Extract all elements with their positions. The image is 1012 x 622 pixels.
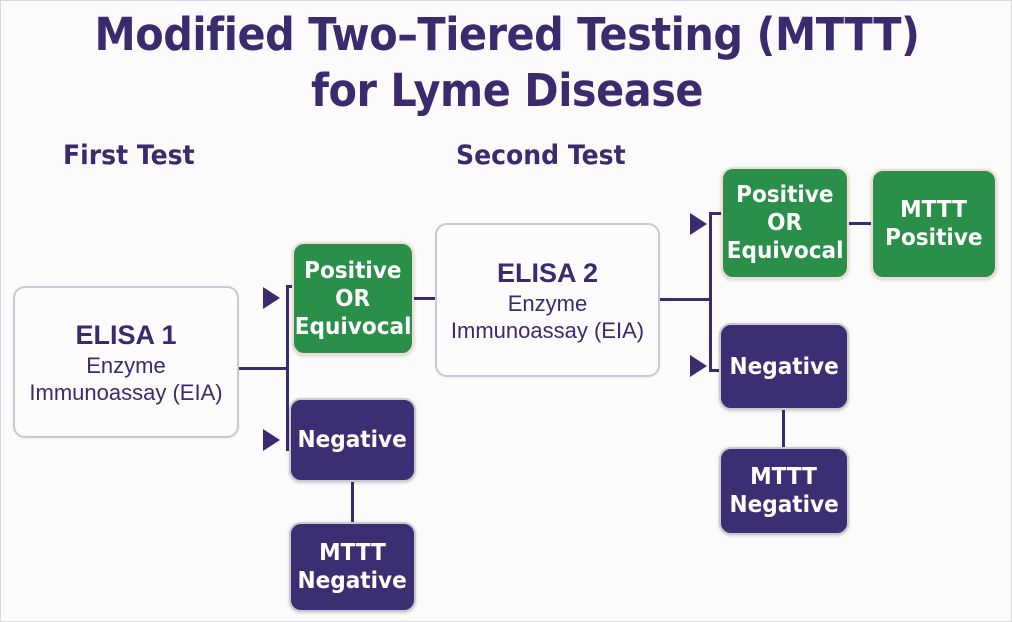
connector-negative2-to-mttt-negative2 — [782, 410, 785, 448]
arrowhead-to-positive-equivocal-1 — [263, 287, 280, 309]
connector-elisa2-to-positive — [709, 212, 725, 215]
connector-elisa1-vertical — [286, 285, 289, 451]
node-mttt-negative-1[interactable]: MTTT Negative — [289, 522, 416, 612]
node-mttt-positive[interactable]: MTTT Positive — [871, 169, 997, 279]
node-elisa-2-subtitle-line-1: Enzyme — [507, 290, 588, 316]
node-negative-1[interactable]: Negative — [289, 398, 416, 482]
connector-positive2-to-mttt-positive — [849, 222, 873, 225]
node-mttt-positive-line-1: MTTT — [900, 197, 968, 223]
connector-elisa2-stub — [660, 298, 712, 301]
node-mttt-negative-2-line-1: MTTT — [750, 464, 818, 490]
node-elisa-1-subtitle-line-1: Enzyme — [86, 352, 166, 378]
node-positive-or-equivocal-2-line-3: Equivocal — [726, 238, 844, 264]
node-positive-or-equivocal-2-line-2: OR — [767, 210, 803, 236]
node-elisa-2-subtitle-line-2: Immunoassay (EIA) — [450, 317, 645, 343]
node-positive-or-equivocal-2[interactable]: Positive OR Equivocal — [721, 167, 849, 279]
page-title-line-1: Modified Two–Tiered Testing (MTTT) — [94, 8, 920, 61]
node-positive-or-equivocal-2-line-1: Positive — [736, 182, 834, 208]
node-elisa-2[interactable]: ELISA 2 Enzyme Immunoassay (EIA) — [435, 223, 660, 377]
page-title-line-2: for Lyme Disease — [310, 64, 704, 117]
node-negative-2-label: Negative — [729, 353, 839, 380]
node-mttt-negative-2[interactable]: MTTT Negative — [719, 447, 849, 535]
node-elisa-1-title: ELISA 1 — [75, 319, 177, 350]
node-negative-1-label: Negative — [297, 427, 408, 453]
node-negative-2[interactable]: Negative — [719, 323, 849, 410]
connector-negative1-to-mttt-negative1 — [351, 482, 354, 523]
node-positive-or-equivocal-1-line-2: OR — [335, 285, 371, 312]
arrowhead-to-negative-2 — [690, 355, 707, 377]
node-positive-or-equivocal-1-line-3: Equivocal — [294, 313, 412, 340]
node-mttt-negative-1-line-1: MTTT — [319, 540, 386, 566]
node-positive-or-equivocal-1[interactable]: Positive OR Equivocal — [292, 242, 414, 355]
arrowhead-to-negative-1 — [263, 429, 280, 451]
node-elisa-1[interactable]: ELISA 1 Enzyme Immunoassay (EIA) — [13, 286, 239, 438]
node-mttt-negative-2-line-2: Negative — [729, 492, 839, 518]
connector-positive1-to-elisa2 — [414, 297, 436, 300]
section-header-first-test: First Test — [63, 140, 195, 171]
arrowhead-to-positive-equivocal-2 — [690, 213, 707, 235]
node-elisa-2-title: ELISA 2 — [496, 257, 599, 288]
node-mttt-positive-line-2: Positive — [885, 225, 983, 251]
section-header-second-test: Second Test — [456, 140, 626, 171]
connector-elisa1-stub — [239, 367, 289, 370]
node-positive-or-equivocal-1-line-1: Positive — [304, 257, 402, 284]
node-mttt-negative-1-line-2: Negative — [297, 568, 408, 594]
node-elisa-1-subtitle-line-2: Immunoassay (EIA) — [29, 379, 223, 405]
page-title: Modified Two–Tiered Testing (MTTT) for L… — [41, 7, 972, 119]
connector-elisa2-vertical — [709, 212, 712, 372]
connector-elisa2-to-negative — [709, 369, 725, 372]
